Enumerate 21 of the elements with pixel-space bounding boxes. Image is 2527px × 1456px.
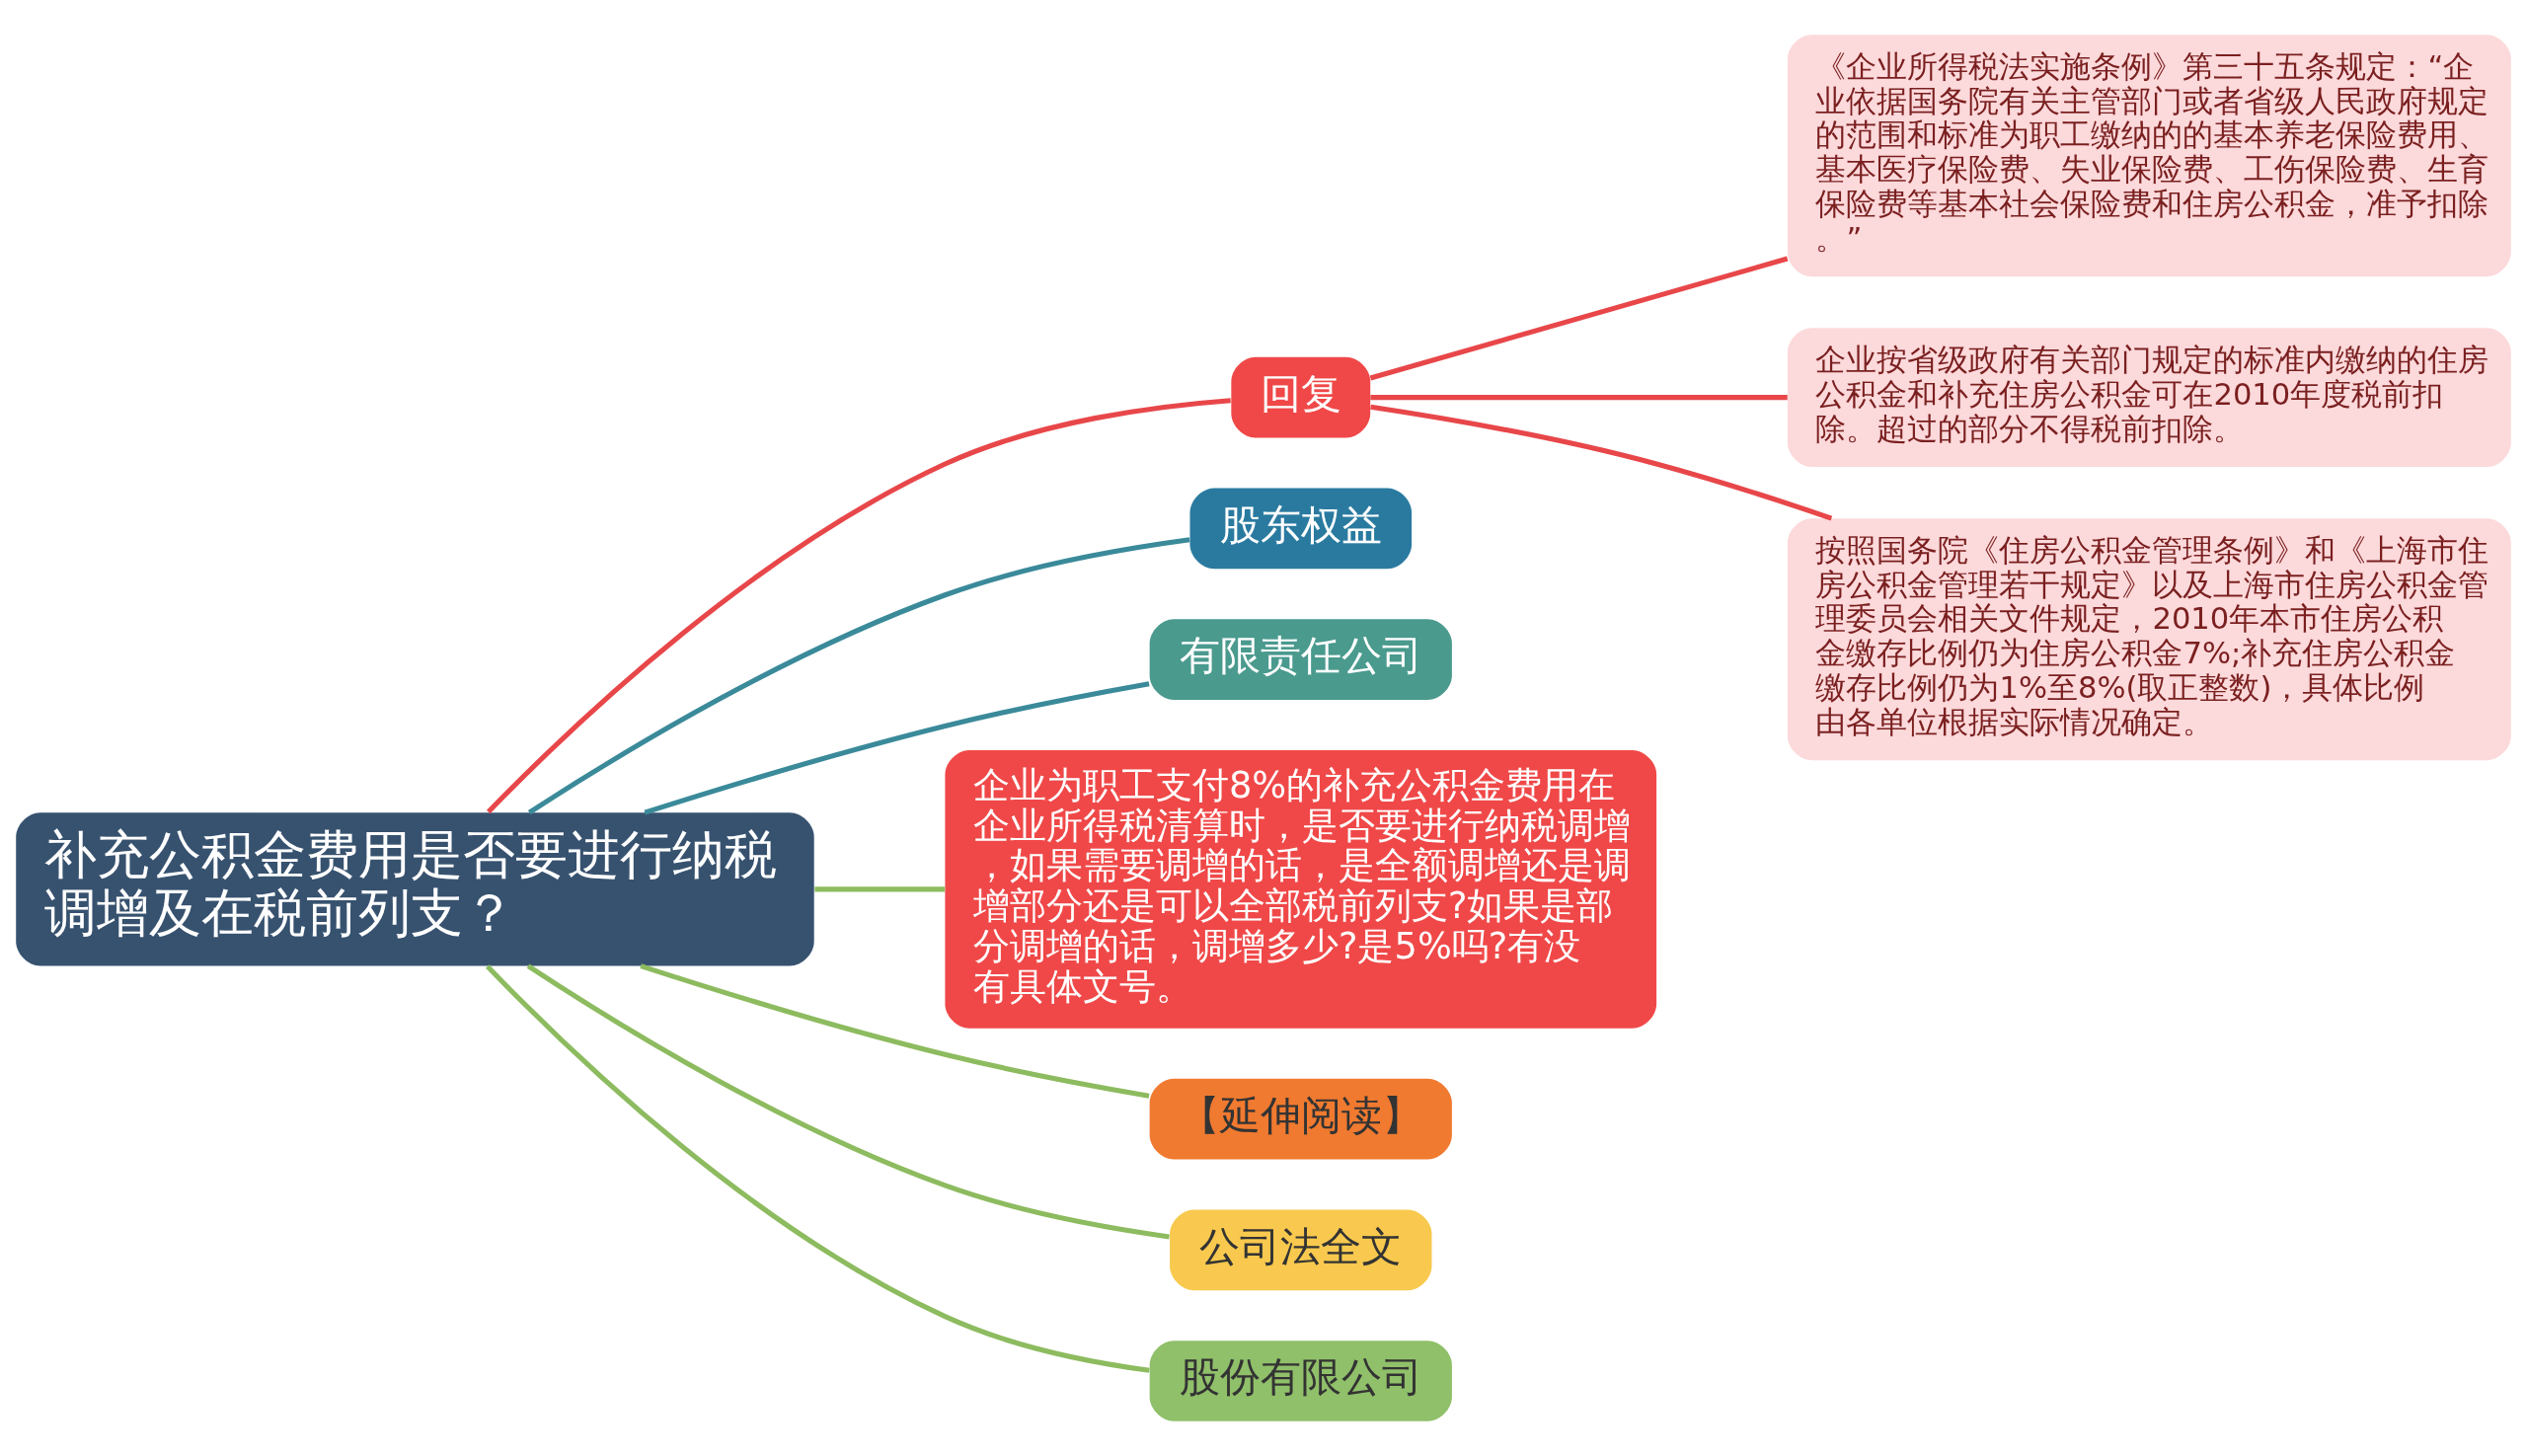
connector — [640, 963, 1150, 1099]
connector — [644, 681, 1150, 815]
node-box: 回复 — [1231, 356, 1371, 438]
node-box: 公司法全文 — [1170, 1209, 1432, 1291]
connector — [814, 886, 946, 892]
node-box: 补充公积金费用是否要进行纳税调增及在税前列支？ — [16, 812, 814, 966]
connector — [487, 398, 1231, 814]
node-box: 【延伸阅读】 — [1149, 1078, 1452, 1160]
connector — [1370, 395, 1788, 401]
node-box: 股东权益 — [1189, 488, 1413, 570]
node-box: 企业按省级政府有关部门规定的标准内缴纳的住房公积金和补充住房公积金可在2010年度税前扣除。超过的部分不得税前扣除。 — [1787, 328, 2511, 468]
node-box: 《企业所得税法实施条例》第三十五条规定：“企业依据国务院有关主管部门或者省级人民政府规定的范围和标准为职工缴纳的的基本养老保险费用、基本医疗保险费、失业保险费、工伤保险费、生育保险费等基本社会保险费和住房公积金，准予扣除。” — [1787, 35, 2511, 277]
node-box: 股份有限公司 — [1149, 1341, 1452, 1421]
connector — [1369, 256, 1789, 381]
connector — [526, 963, 1170, 1240]
connector — [1370, 404, 1833, 521]
node-box: 企业为职工支付8%的补充公积金费用在企业所得税清算时，是否要进行纳税调增，如果需要调增的话，是全额调增还是调增部分还是可以全部税前列支?如果是部分调增的话，调增多少?是5%吗?有没有具体文号。 — [945, 749, 1657, 1029]
connector — [527, 537, 1190, 815]
node-box: 按照国务院《住房公积金管理条例》和《上海市住房公积金管理若干规定》以及上海市住房公积金管理委员会相关文件规定，2010年本市住房公积金缴存比例仍为住房公积金7%;补充住房公积金缴存比例仍为1%至8%(取正整数)，具体比例由各单位根据实际情况确定。 — [1787, 518, 2511, 761]
node-box: 有限责任公司 — [1149, 619, 1452, 700]
connector — [486, 964, 1150, 1373]
